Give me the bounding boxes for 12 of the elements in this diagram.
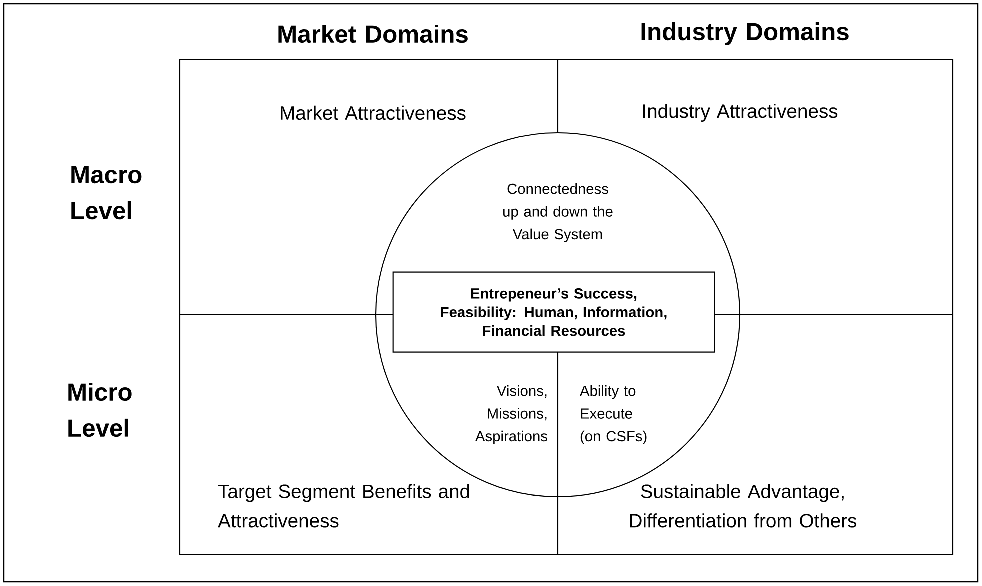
- quadrant-label: Sustainable Advantage, Differentiation from Others: [630, 484, 857, 528]
- quadrant-label: Target Segment Benefits and Attractiveness: [218, 484, 470, 528]
- center-box: Entrepeneur’s Success, Feasibility: Human, Information, Financial Resources: [392, 272, 716, 353]
- circle-text: Ability to Execute (on CSFs): [580, 386, 647, 444]
- circle-text: Connectedness up and down the Value System: [504, 184, 613, 242]
- column-heading: Industry Domains: [642, 22, 849, 46]
- column-heading: Market Domains: [278, 24, 468, 44]
- quadrant-label: Market Attractiveness: [281, 106, 466, 120]
- row-heading: Micro Level: [68, 382, 132, 438]
- quadrant-label: Industry Attractiveness: [643, 104, 838, 122]
- row-heading: Macro Level: [72, 166, 142, 220]
- circle-text: Visions, Missions, Aspirations: [475, 386, 548, 444]
